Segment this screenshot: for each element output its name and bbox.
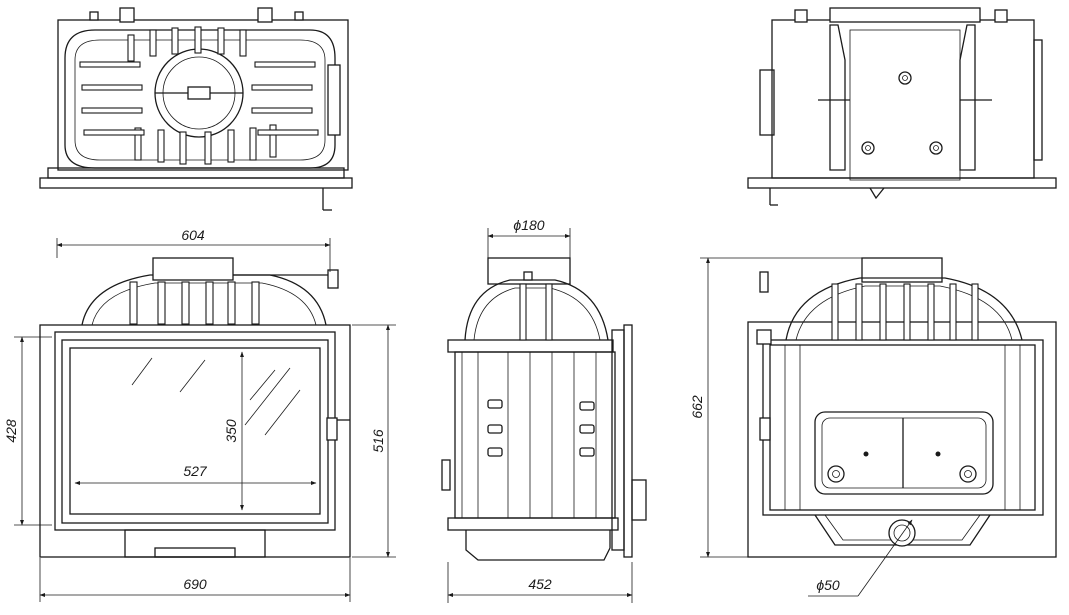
- cooling-rib: [545, 283, 553, 341]
- frame-inner-height-label: 428: [3, 419, 19, 443]
- cooling-rib: [251, 281, 260, 325]
- frame-height-label: 516: [370, 429, 386, 453]
- cooling-rib: [181, 281, 190, 325]
- cooling-rib: [171, 27, 179, 55]
- cooling-rib: [903, 283, 911, 341]
- total-height-label: 662: [689, 395, 705, 419]
- cooling-rib: [269, 124, 277, 158]
- frame-width-label: 690: [183, 576, 207, 592]
- cooling-rib: [127, 34, 135, 62]
- cooling-rib: [157, 281, 166, 325]
- cooling-rib: [254, 61, 316, 68]
- cooling-rib: [157, 129, 165, 163]
- cooling-rib: [227, 281, 236, 325]
- cooling-rib: [831, 283, 839, 341]
- cooling-rib: [949, 283, 957, 341]
- glass-width-label: 527: [183, 463, 208, 479]
- cooling-rib: [194, 26, 202, 54]
- flue-diameter-label: ϕ180: [513, 217, 544, 233]
- cooling-rib: [249, 127, 257, 161]
- cooling-rib: [134, 127, 142, 161]
- cooling-rib: [257, 129, 319, 136]
- cooling-rib: [205, 281, 214, 325]
- cooling-rib: [251, 107, 313, 114]
- cooling-rib: [81, 107, 143, 114]
- side-view-drawing: [441, 257, 647, 561]
- front-view-drawing: [39, 257, 351, 558]
- cooling-rib: [149, 29, 157, 57]
- rear-view-drawing: [747, 7, 1057, 206]
- top-width-label: 604: [181, 227, 205, 243]
- air-inlet-diameter-label: ϕ50: [816, 577, 840, 593]
- glass-height-label: 350: [223, 419, 239, 443]
- cooling-rib: [855, 283, 863, 341]
- cooling-rib: [251, 84, 313, 91]
- cooling-rib: [217, 27, 225, 55]
- cooling-rib: [179, 131, 187, 165]
- cooling-rib: [227, 129, 235, 163]
- cooling-rib: [81, 84, 143, 91]
- dimension-lines: [14, 228, 913, 603]
- top-view-drawing: [39, 7, 353, 211]
- cooling-rib: [879, 283, 887, 341]
- cooling-rib: [519, 283, 527, 341]
- cooling-rib: [204, 131, 212, 165]
- cooling-rib: [129, 281, 138, 325]
- cooling-rib: [239, 29, 247, 57]
- depth-label: 452: [528, 576, 552, 592]
- cooling-rib: [83, 129, 145, 136]
- back-view-drawing: [747, 257, 1057, 558]
- cooling-rib: [79, 61, 141, 68]
- cooling-rib: [971, 283, 979, 341]
- cooling-rib: [927, 283, 935, 341]
